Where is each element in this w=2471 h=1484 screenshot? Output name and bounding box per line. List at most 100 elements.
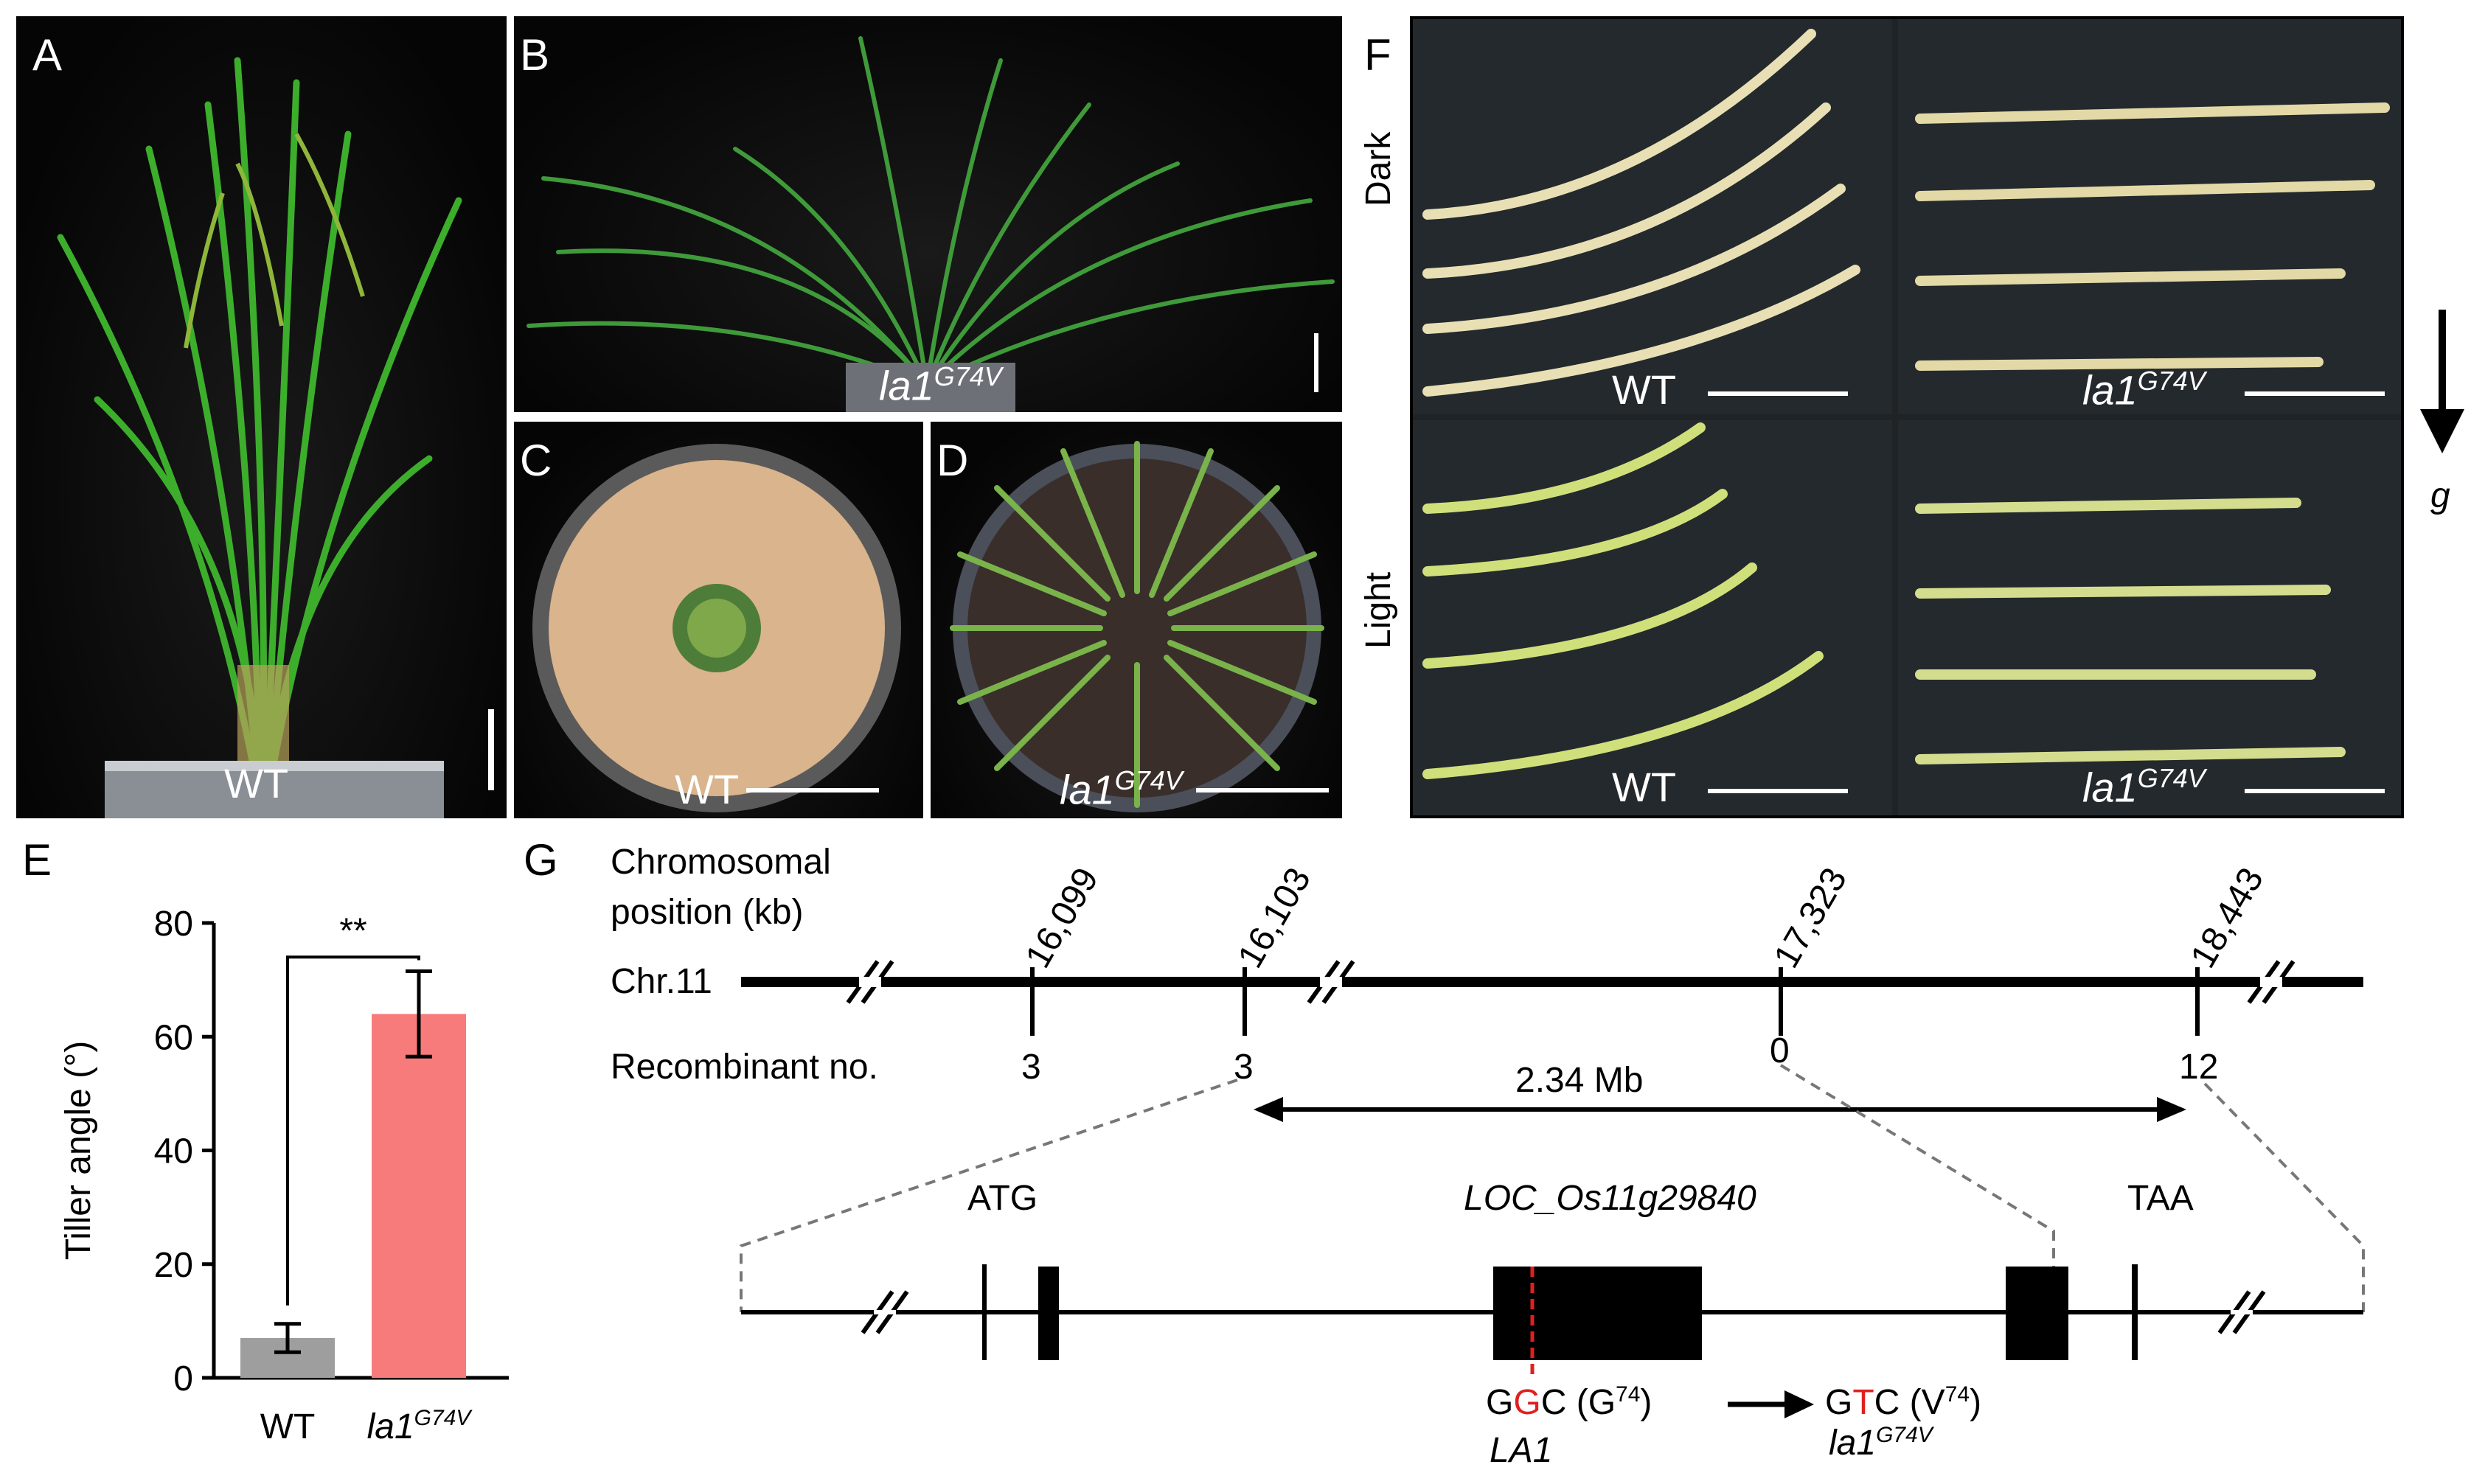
- start-codon-label: ATG: [967, 1179, 1038, 1218]
- recombinant-label: Recombinant no.: [611, 1048, 878, 1087]
- panel-b-caption-gene: la1: [879, 362, 934, 409]
- rice-plant-wt-upright: [57, 57, 462, 818]
- panel-f-light-mutant-allele: G74V: [2137, 763, 2206, 793]
- wt-codon-base: G: [1513, 1383, 1541, 1422]
- recombinant-count-1: 3: [1021, 1048, 1041, 1087]
- x-tick-label-2: la1G74V: [367, 1406, 473, 1446]
- wt-codon: GGC (G74): [1486, 1382, 1652, 1422]
- panel-c-label: C: [520, 436, 552, 485]
- panel-d-caption: la1G74V: [1060, 765, 1183, 814]
- mutant-allele-name: G74V: [1876, 1423, 1933, 1447]
- panel-f-light-wt-scale-bar: [1708, 789, 1848, 793]
- panel-b-scale-bar: [1314, 333, 1318, 392]
- mutant-allele: la1G74V: [1829, 1423, 1933, 1463]
- panel-d-photo: D la1G74V: [931, 422, 1342, 818]
- seedlings-light-wt: [1422, 422, 1824, 779]
- interval-label: 2.34 Mb: [1515, 1061, 1644, 1100]
- gene-break-mark-icon: [861, 1290, 2266, 1334]
- significance-bracket: [286, 955, 420, 1306]
- panel-b-label: B: [520, 30, 550, 80]
- panel-f-light-wt-caption: WT: [1612, 764, 1677, 810]
- y-axis-label: Tiller angle (°): [59, 1041, 98, 1261]
- marker-position-1: 16,099: [1018, 861, 1107, 975]
- gene-name: LOC_Os11g29840: [1464, 1179, 1756, 1218]
- marker-ticks: [1030, 967, 2200, 1036]
- panel-b-photo: B la1G74V: [514, 16, 1342, 412]
- wt-aa: G: [1588, 1383, 1616, 1422]
- map-header-line1: Chromosomal: [611, 843, 831, 882]
- exon-3: [2006, 1267, 2068, 1360]
- seedlings-dark-mutant: [1915, 102, 2390, 371]
- x-tick-label-1: WT: [260, 1407, 316, 1446]
- recombinant-count-2: 3: [1234, 1048, 1254, 1087]
- mutant-allele-gene: la1: [1829, 1424, 1877, 1463]
- mut-aa: V: [1921, 1383, 1945, 1422]
- map-header-line2: position (kb): [611, 893, 804, 932]
- mut-codon-base: T: [1852, 1383, 1874, 1422]
- panel-d-scale-bar: [1196, 788, 1329, 792]
- panel-f-dark-mutant-gene: la1: [2082, 366, 2138, 414]
- panel-f-dark-wt: WT: [1413, 19, 1892, 414]
- gravity-label: g: [2430, 476, 2450, 515]
- panel-a-label: A: [32, 30, 63, 80]
- mutant-codon: GTC (V74): [1825, 1382, 1982, 1422]
- panel-f-light-wt: WT: [1413, 420, 1892, 815]
- panel-d-caption-gene: la1: [1060, 766, 1115, 813]
- significance-stars: **: [339, 911, 366, 950]
- wt-codon-pre: G: [1486, 1383, 1514, 1422]
- y-tick-label: 20: [154, 1246, 193, 1285]
- panel-c-photo: C WT: [514, 422, 923, 818]
- bar-2: [372, 1014, 466, 1378]
- wt-aa-position: 74: [1616, 1382, 1641, 1407]
- y-tick-label: 0: [173, 1359, 193, 1398]
- panel-a-caption: WT: [224, 760, 289, 807]
- pot-top-view-wt: [532, 444, 901, 812]
- rice-plant-mutant-spreading: [526, 36, 1335, 412]
- seedlings-dark-wt: [1422, 29, 1860, 397]
- panel-f-row-label-light: Light: [1359, 571, 1398, 649]
- chromosome-label: Chr.11: [611, 962, 712, 1001]
- panel-f-light-mutant-scale-bar: [2245, 789, 2385, 793]
- recombinant-count-4: 12: [2179, 1048, 2219, 1087]
- break-mark-icon: [846, 960, 2296, 1004]
- panel-e-label: E: [22, 835, 52, 885]
- panel-g-label: G: [524, 835, 558, 885]
- pot-top-view-mutant: [950, 441, 1324, 812]
- panel-b-caption-allele: G74V: [934, 361, 1002, 391]
- stop-codon-label: TAA: [2127, 1179, 2194, 1218]
- seedlings-light-mutant: [1915, 498, 2346, 764]
- panel-f-light-mutant-gene: la1: [2082, 764, 2138, 811]
- panel-f-dark-wt-caption: WT: [1612, 366, 1677, 413]
- marker-position-4: 18,443: [2183, 861, 2272, 975]
- marker-position-2: 16,103: [1230, 861, 1319, 975]
- wt-codon-post: C: [1540, 1383, 1567, 1422]
- panel-f-dark-mutant-caption: la1G74V: [2082, 366, 2206, 414]
- panel-f-dark-mutant-scale-bar: [2245, 391, 2385, 396]
- mut-codon-post: C: [1874, 1383, 1900, 1422]
- gravity-arrow-icon: [2420, 310, 2464, 453]
- panel-d-label: D: [936, 436, 969, 485]
- wt-allele: LA1: [1490, 1431, 1553, 1470]
- exon-2: [1493, 1267, 1702, 1360]
- panel-a-photo: A WT: [16, 16, 507, 818]
- panel-f-label: F: [1364, 30, 1391, 80]
- exon-1: [1038, 1267, 1059, 1360]
- panel-c-caption: WT: [675, 766, 740, 812]
- y-tick-label: 80: [154, 905, 193, 944]
- panel-f-dark-wt-scale-bar: [1708, 391, 1848, 396]
- panel-f-row-label-dark: Dark: [1359, 131, 1398, 206]
- panel-f-dark-mutant: la1G74V: [1898, 19, 2401, 414]
- panel-a-scale-bar: [488, 709, 494, 790]
- recombinant-count-3: 0: [1770, 1031, 1790, 1070]
- marker-position-3: 17,323: [1766, 861, 1855, 975]
- panel-f-light-mutant: la1G74V: [1898, 420, 2401, 815]
- mut-codon-pre: G: [1825, 1383, 1853, 1422]
- y-tick-label: 40: [154, 1132, 193, 1171]
- panel-b-caption: la1G74V: [879, 361, 1002, 410]
- panel-d-caption-allele: G74V: [1114, 765, 1183, 795]
- exons: [1038, 1267, 2068, 1360]
- panel-f-light-mutant-caption: la1G74V: [2082, 763, 2206, 812]
- panel-c-scale-bar: [746, 788, 879, 792]
- mut-aa-position: 74: [1945, 1382, 1970, 1407]
